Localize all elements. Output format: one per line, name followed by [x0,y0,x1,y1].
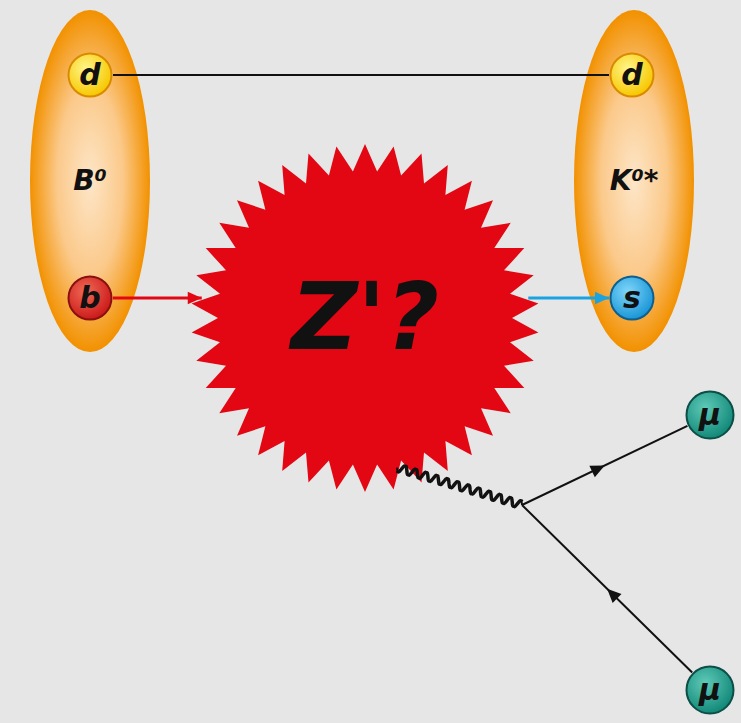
meson-ellipse: K⁰* d s [574,10,694,352]
quark-circle: d [609,52,655,98]
meson-ellipse: B⁰ d b [30,10,150,352]
particle-symbol: s [623,283,641,313]
connector [113,75,609,76]
meson-label: K⁰* [610,167,659,195]
particle-symbol: b [79,283,100,313]
muon-circle: μ [685,665,735,715]
connector [396,465,692,672]
quark-circle: d [67,52,113,98]
quark-circle: b [67,275,113,321]
particle-symbol: d [79,60,100,90]
mediator-label: Z'? [291,272,439,364]
particle-symbol: μ [699,400,721,430]
connector [528,292,609,305]
meson-label: B⁰ [73,167,107,195]
particle-symbol: d [621,60,642,90]
quark-circle: s [609,275,655,321]
particle-symbol: μ [699,675,721,705]
interaction-starburst: Z'? [190,143,540,493]
muon-circle: μ [685,390,735,440]
